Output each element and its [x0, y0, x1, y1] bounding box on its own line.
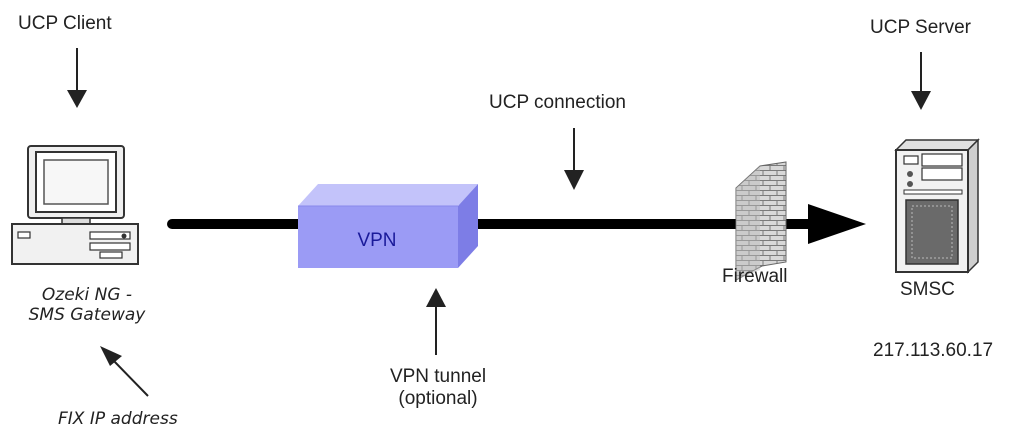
brick-wall-icon — [735, 161, 787, 281]
fix-ip-pointer-arrow — [100, 346, 149, 397]
vpn-tunnel-label: VPN tunnel (optional) — [373, 366, 503, 410]
ucp-server-pointer-arrow — [911, 52, 931, 110]
server-tower-icon — [894, 138, 980, 274]
gateway-label-line1: Ozeki NG - — [41, 285, 133, 305]
ucp-connection-label: UCP connection — [489, 92, 626, 113]
desktop-computer-icon — [11, 145, 139, 265]
gateway-label: Ozeki NG - SMS Gateway — [22, 285, 152, 325]
ucp-client-pointer-arrow — [67, 48, 87, 108]
vpn-box — [298, 184, 478, 268]
fix-ip-label: FIX IP address — [58, 409, 178, 429]
ucp-client-label: UCP Client — [18, 13, 112, 34]
vpn-tunnel-label-line1: VPN tunnel — [389, 366, 487, 387]
ucp-server-label: UCP Server — [870, 17, 972, 38]
smsc-label: SMSC — [900, 279, 955, 300]
ucp-connection-line — [167, 204, 866, 244]
server-ip-label: 217.113.60.17 — [873, 340, 994, 361]
firewall-label: Firewall — [722, 266, 788, 287]
gateway-label-line2: SMS Gateway — [28, 304, 146, 325]
vpn-tunnel-pointer-arrow — [426, 288, 446, 355]
vpn-tunnel-label-line2: (optional) — [398, 387, 478, 409]
vpn-box-label: VPN — [357, 230, 396, 251]
ucp-connection-pointer-arrow — [564, 128, 584, 190]
